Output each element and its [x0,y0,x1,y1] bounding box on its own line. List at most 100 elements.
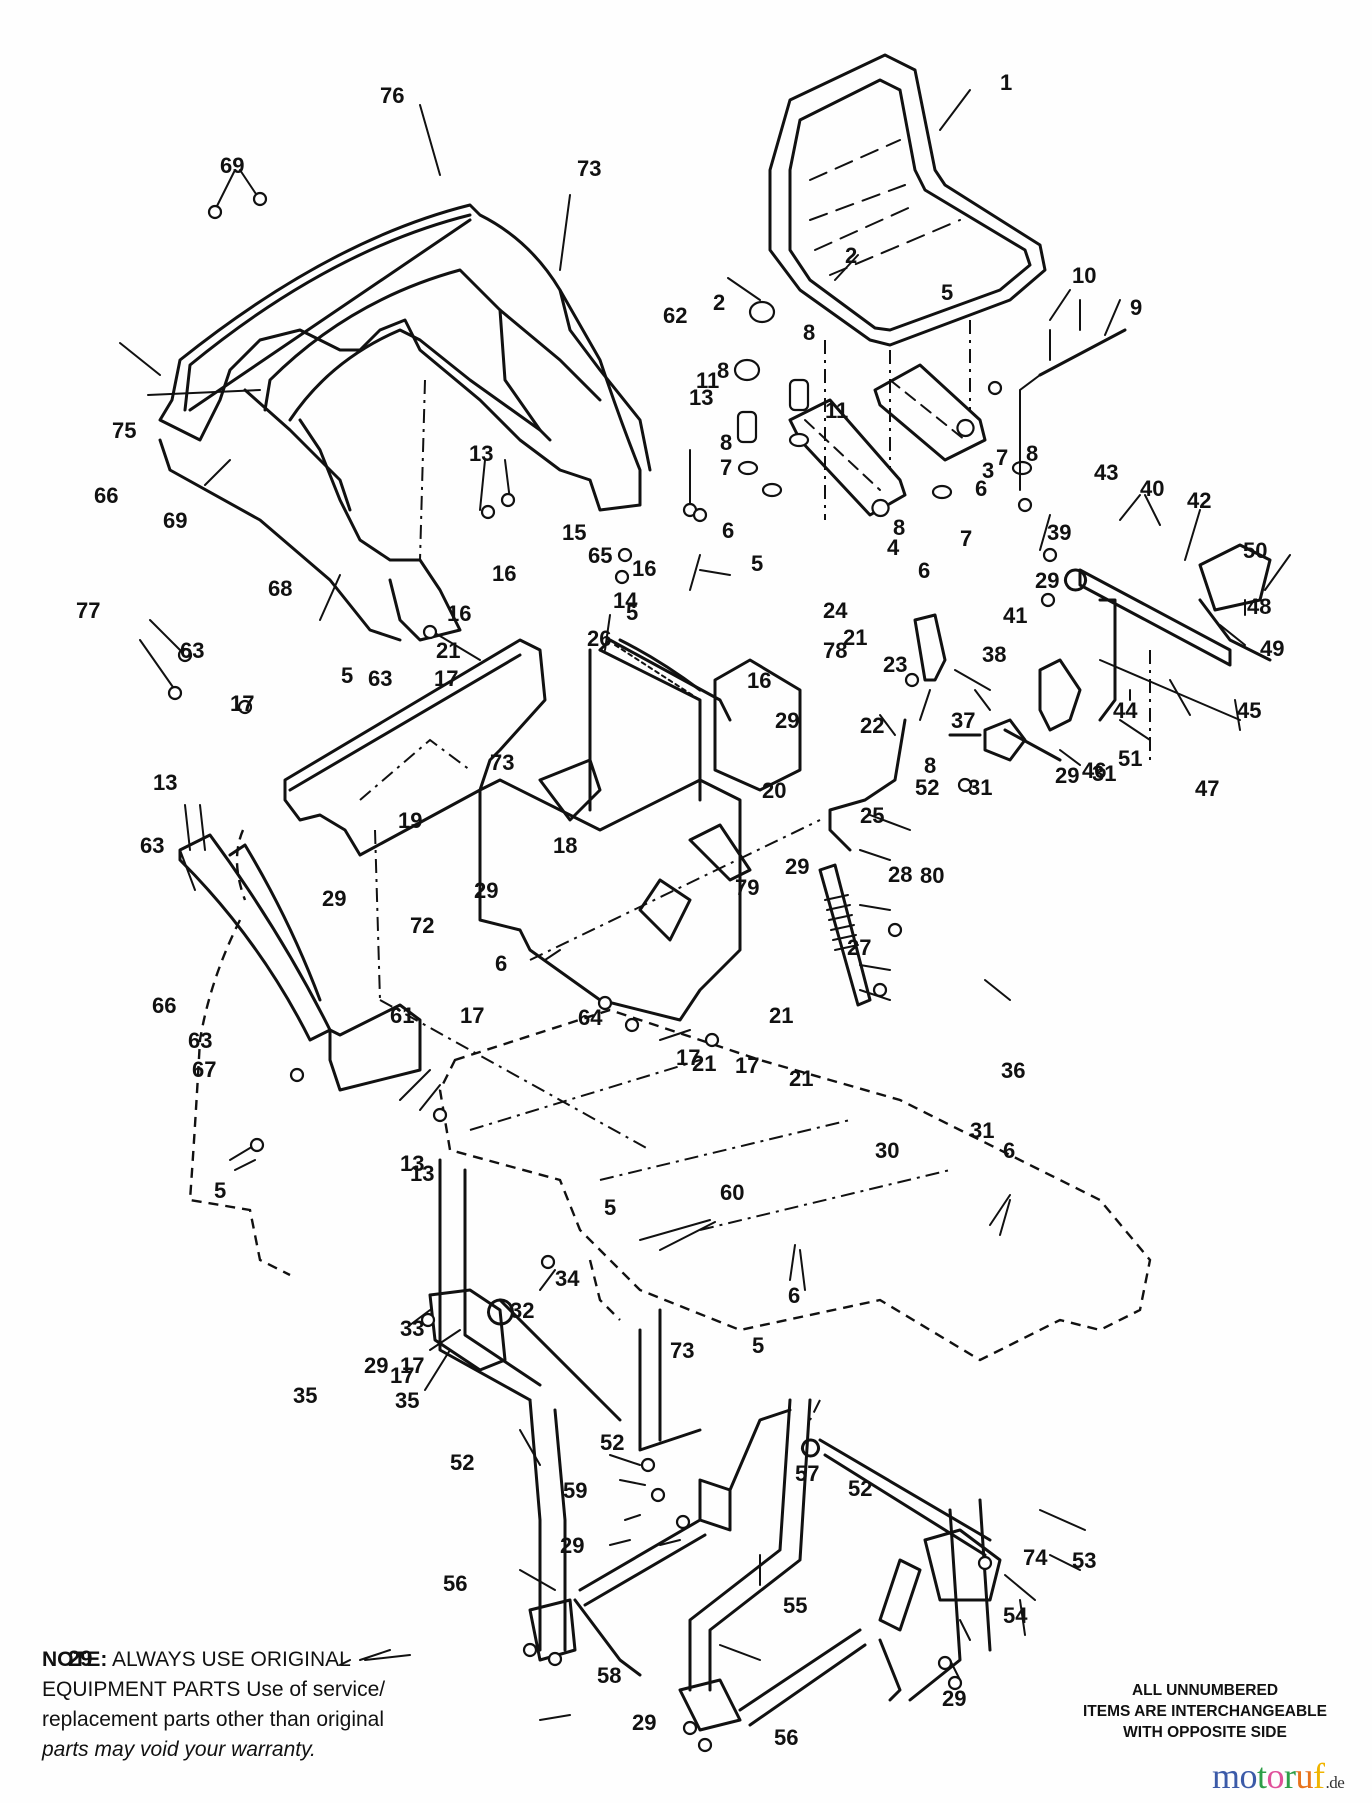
logo-letter: m [1212,1756,1240,1796]
callout-label: 65 [588,543,613,568]
callout-label: 45 [1237,698,1262,723]
callout-label: 9 [1130,295,1143,320]
callout-label: 58 [597,1663,622,1688]
callout-label: 8 [924,753,937,778]
callout-label: 55 [783,1593,808,1618]
callout-label: 17 [390,1363,415,1388]
callout-label: 80 [920,863,945,888]
callout-label: 21 [692,1051,717,1076]
callout-leaders [119,89,1291,1721]
callout-label: 63 [140,833,165,858]
callout-label: 16 [447,601,472,626]
callout-label: 26 [587,626,612,651]
callout-label: 13 [469,441,494,466]
motoruf-watermark-logo: motoruf.de [1212,1756,1345,1803]
callout-label: 31 [970,1118,995,1143]
callout-label: 14 [613,588,638,613]
callout-label: 4 [887,535,900,560]
interchange-line-3: WITH OPPOSITE SIDE [1123,1724,1287,1741]
callout-label: 8 [893,515,906,540]
callout-label: 61 [390,1003,415,1028]
callout-label: 35 [293,1383,318,1408]
callout-label: 66 [152,993,177,1018]
callout-label: 6 [1003,1138,1016,1163]
callout-label: 33 [400,1316,425,1341]
callout-label: 11 [825,398,849,423]
callout-label: 46 [1082,758,1107,783]
callout-label: 62 [663,303,688,328]
callout-label: 24 [823,598,848,623]
warranty-note: NOTE: ALWAYS USE ORIGINAL EQUIPMENT PART… [42,1645,385,1765]
callout-label: 16 [492,561,517,586]
callout-label: 73 [577,156,602,181]
callout-label: 17 [434,666,459,691]
tractor-frame-dashed [438,1008,1152,1362]
callout-label: 47 [1195,776,1220,801]
callout-label: 41 [1003,603,1028,628]
fastener-dots [167,191,1058,1753]
callout-label: 3 [982,458,995,483]
callout-label: 27 [847,935,872,960]
callout-label: 60 [720,1180,745,1205]
callout-label: 16 [747,668,772,693]
callout-label: 17 [676,1045,701,1070]
callout-label: 17 [460,1003,485,1028]
logo-letter: f [1313,1756,1325,1796]
callout-label: 63 [368,666,393,691]
callout-label: 59 [563,1478,588,1503]
seat-hardware [733,300,1033,500]
callout-label: 51 [1118,746,1143,771]
callout-label: 5 [341,663,354,688]
callout-label: 53 [1072,1548,1097,1573]
callout-label: 29 [632,1710,657,1735]
callout-label: 73 [490,750,515,775]
callout-label: 22 [860,713,885,738]
callout-label: 6 [722,518,735,543]
logo-letter: o [1239,1756,1258,1796]
callout-label: 56 [774,1725,799,1750]
callout-label: 21 [789,1066,814,1091]
callout-label: 69 [220,153,245,178]
callout-label: 44 [1113,698,1138,723]
callout-label: 13 [153,770,178,795]
callout-label: 20 [762,778,787,803]
callout-label: 10 [1072,263,1097,288]
callout-label: 29 [1055,763,1080,788]
callout-label: 52 [848,1476,873,1501]
callout-label: 49 [1260,636,1285,661]
callout-label: 52 [450,1450,475,1475]
callout-label: 1 [1000,70,1013,95]
fender-part [158,203,652,642]
callout-label: 29 [474,878,499,903]
callout-label: 5 [751,551,764,576]
callout-label: 38 [982,642,1007,667]
callout-label: 5 [752,1333,765,1358]
callout-label: 7 [996,445,1009,470]
callout-label: 8 [1026,441,1039,466]
callout-label: 67 [192,1057,217,1082]
callout-label: 30 [875,1138,900,1163]
callout-label: 29 [775,708,800,733]
note-line-1: ALWAYS USE ORIGINAL [112,1648,351,1671]
callout-label: 52 [915,775,940,800]
logo-letter: t [1257,1756,1267,1796]
callout-label: 73 [670,1338,695,1363]
callout-label: 29 [1035,568,1060,593]
callout-label: 5 [604,1195,617,1220]
callout-label: 79 [735,875,760,900]
callout-label: 43 [1094,460,1119,485]
right-linkage-part [948,543,1272,762]
callout-label: 15 [562,520,587,545]
callout-label: 8 [717,358,730,383]
callout-label: 37 [951,708,976,733]
callout-label: 21 [436,638,461,663]
callout-label: 17 [735,1053,760,1078]
callout-label: 2 [845,243,858,268]
logo-letter: u [1295,1756,1314,1796]
callout-label: 7 [960,526,973,551]
callout-label: 29 [322,886,347,911]
lower-lift-linkage [428,1158,1002,1732]
callout-label: 23 [883,652,908,677]
fender-mount-panel [283,638,547,1001]
callout-label: 77 [76,598,101,623]
